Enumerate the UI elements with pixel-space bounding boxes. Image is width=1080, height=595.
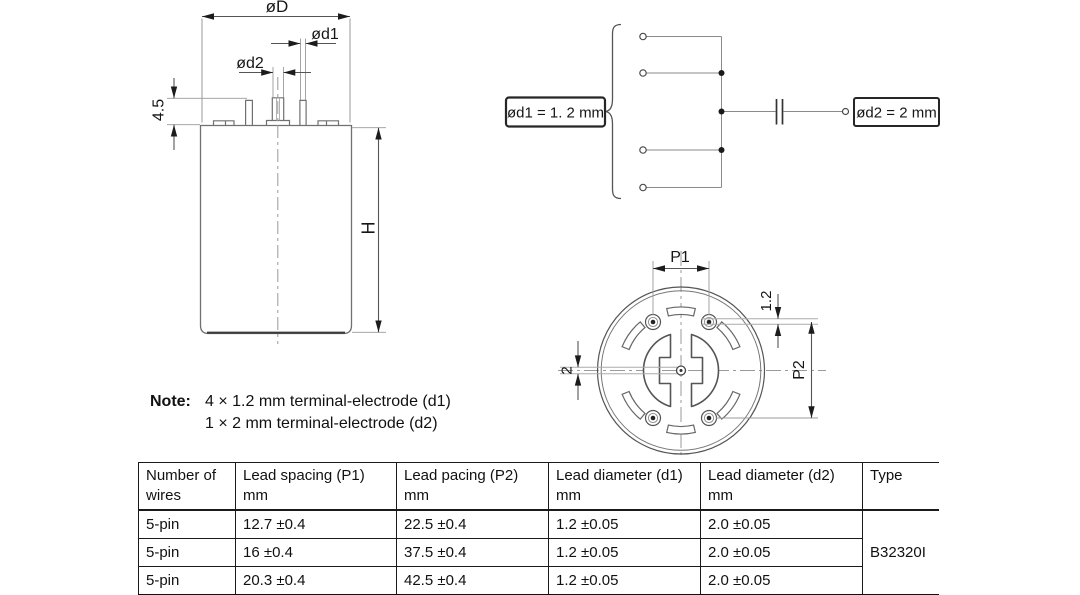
lid-tab-right bbox=[317, 120, 340, 125]
dimension-od2: ød2 bbox=[236, 55, 311, 98]
bottom-view-drawing: P1 1.2 P2 bbox=[558, 249, 826, 455]
capacitor-symbol bbox=[775, 99, 784, 125]
d-cutout-left bbox=[642, 333, 672, 408]
dim-label-p2: P2 bbox=[791, 360, 808, 380]
note-line-2: 1 × 2 mm terminal-electrode (d2) bbox=[205, 415, 438, 432]
cell-type: B32320I bbox=[862, 510, 939, 595]
pin-bottom-right bbox=[700, 409, 718, 427]
capacitor-body bbox=[199, 124, 353, 335]
d2-spec-label: ød2 = 2 mm bbox=[856, 104, 936, 121]
dim-label-p1: P1 bbox=[670, 249, 690, 266]
lid-tab-left bbox=[212, 120, 235, 125]
dimension-p2: P2 bbox=[716, 322, 818, 419]
d1-spec-label: ød1 = 1. 2 mm bbox=[507, 104, 604, 121]
dim-label-pin-height: 4.5 bbox=[151, 99, 168, 121]
header-lead-spacing-p1: Lead spacing (P1) mm bbox=[235, 462, 397, 511]
lead-spacing-table: Number of wires Lead spacing (P1) mm Lea… bbox=[138, 462, 939, 595]
cell-p1: 12.7 ±0.4 bbox=[235, 510, 397, 539]
can-outline-outer bbox=[596, 286, 766, 455]
brace bbox=[604, 23, 622, 200]
terminal-pin-center bbox=[271, 97, 285, 121]
header-lead-diameter-d1: Lead diameter (d1) mm bbox=[548, 462, 701, 511]
pin-top-left bbox=[644, 313, 662, 331]
dim-label-od1: ød1 bbox=[311, 26, 339, 43]
terminal-node bbox=[639, 32, 647, 41]
dim-label-wire-d1: 1.2 bbox=[758, 291, 775, 312]
pin-center bbox=[675, 365, 687, 376]
dimension-wire-d2: 2 bbox=[558, 341, 677, 400]
cell-p2: 22.5 ±0.4 bbox=[396, 510, 549, 539]
dimension-height: H bbox=[352, 127, 386, 333]
cell-wires: 5-pin bbox=[146, 572, 180, 589]
dim-label-height: H bbox=[358, 222, 378, 235]
d2-spec-box bbox=[853, 97, 940, 127]
cell-d1: 1.2 ±0.05 bbox=[548, 510, 701, 539]
cell-p2: 42.5 ±0.4 bbox=[396, 566, 549, 595]
terminal-pin-center-base bbox=[265, 119, 291, 125]
cell-d1: 1.2 ±0.05 bbox=[548, 566, 701, 595]
note-line-1: 4 × 1.2 mm terminal-electrode (d1) bbox=[205, 393, 451, 410]
vent-slot bbox=[621, 321, 646, 351]
dim-label-wire-d2: 2 bbox=[558, 366, 575, 374]
terminal-node bbox=[639, 69, 647, 77]
vent-slot bbox=[716, 390, 741, 420]
side-view-drawing: øD ød1 ød2 bbox=[151, 0, 386, 344]
dimension-wire-d1: 1.2 bbox=[702, 291, 818, 348]
table-row: 5-pin 20.3 ±0.4 42.5 ±0.4 1.2 ±0.05 2.0 … bbox=[139, 566, 939, 595]
cell-d2: 2.0 ±0.05 bbox=[700, 538, 863, 567]
dimension-pin-height: 4.5 bbox=[151, 78, 247, 150]
cell-wires: 5-pin bbox=[138, 510, 236, 539]
d1-spec-box bbox=[504, 96, 607, 128]
terminal-pin-left bbox=[245, 99, 253, 125]
cell-p2: 37.5 ±0.4 bbox=[396, 538, 549, 567]
dim-label-od: øD bbox=[266, 0, 289, 16]
dim-label-od2: ød2 bbox=[236, 55, 264, 72]
terminal-pin-right bbox=[299, 99, 307, 125]
table-header-row: Number of wires Lead spacing (P1) mm Lea… bbox=[138, 462, 939, 511]
header-number-of-wires: Number of wires bbox=[138, 462, 236, 511]
cell-p1: 20.3 ±0.4 bbox=[235, 566, 397, 595]
table-row: 5-pin 12.7 ±0.4 22.5 ±0.4 1.2 ±0.05 2.0 … bbox=[138, 510, 939, 595]
note-label: Note: bbox=[150, 393, 191, 410]
pin-bottom-left bbox=[644, 409, 662, 427]
terminal-node bbox=[639, 183, 647, 192]
pin-top-right bbox=[700, 313, 718, 331]
cell-wires: 5-pin bbox=[138, 538, 236, 567]
dimension-p1: P1 bbox=[652, 249, 710, 315]
vent-slot bbox=[665, 424, 697, 435]
terminal-node-d2 bbox=[841, 107, 850, 116]
cell-d2: 2.0 ±0.05 bbox=[700, 566, 863, 595]
header-type: Type bbox=[862, 462, 939, 511]
technical-drawing: øD ød1 ød2 bbox=[151, 0, 940, 455]
table-row: 5-pin 16 ±0.4 37.5 ±0.4 1.2 ±0.05 2.0 ±0… bbox=[138, 538, 939, 567]
d-cutout-right bbox=[690, 333, 720, 408]
cell-d2: 2.0 ±0.05 bbox=[700, 510, 863, 539]
schematic: ød1 = 1. 2 mm ød2 = 2 mm bbox=[504, 23, 940, 200]
header-lead-diameter-d2: Lead diameter (d2) mm bbox=[700, 462, 863, 511]
cell-d1: 1.2 ±0.05 bbox=[548, 538, 701, 567]
header-lead-pacing-p2: Lead pacing (P2) mm bbox=[396, 462, 549, 511]
dimension-od1: ød1 bbox=[271, 26, 339, 100]
vent-slot bbox=[621, 390, 646, 420]
vent-slot bbox=[716, 321, 741, 351]
can-outline-inner bbox=[600, 290, 762, 451]
vent-slot bbox=[665, 306, 697, 317]
cell-p1: 16 ±0.4 bbox=[235, 538, 397, 567]
dimension-od: øD bbox=[201, 0, 351, 123]
terminal-node bbox=[639, 146, 647, 154]
